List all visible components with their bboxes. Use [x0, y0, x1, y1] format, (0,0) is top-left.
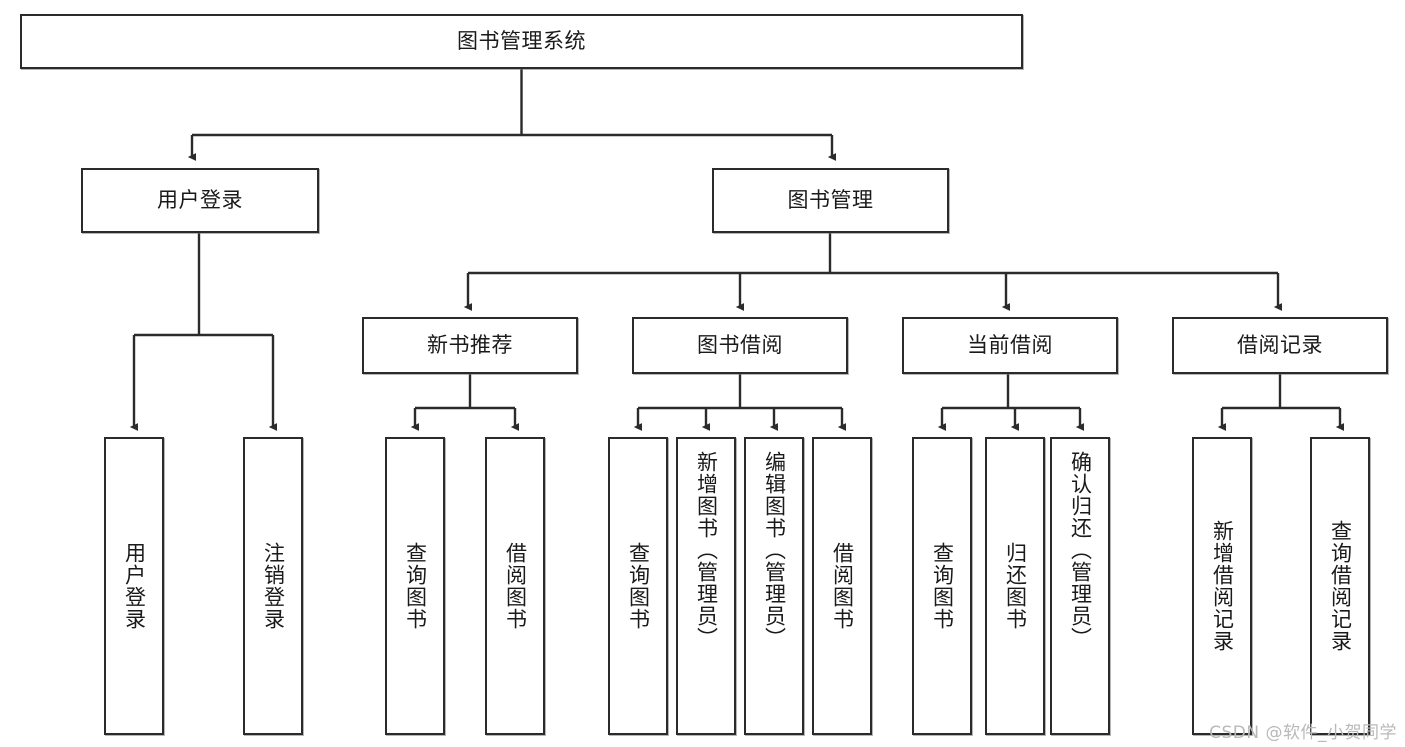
node-book-borrow[interactable]: 图书借阅	[632, 317, 848, 374]
node-root[interactable]: 图书管理系统	[20, 14, 1023, 69]
node-leaf-user-logout[interactable]: 注销登录	[243, 437, 303, 735]
node-leaf-edit-book-label: 编辑图书（管理员）	[762, 451, 787, 649]
node-leaf-borrow-book-2[interactable]: 借阅图书	[812, 437, 872, 735]
node-current-borrow[interactable]: 当前借阅	[902, 317, 1118, 374]
node-leaf-return-book[interactable]: 归还图书	[985, 437, 1045, 735]
node-leaf-query-book-3-label: 查询图书	[930, 542, 955, 630]
node-leaf-borrow-book-1[interactable]: 借阅图书	[485, 437, 545, 735]
node-leaf-query-book-1[interactable]: 查询图书	[385, 437, 445, 735]
node-user-login-label: 用户登录	[157, 187, 243, 212]
node-leaf-query-record-label: 查询借阅记录	[1328, 520, 1353, 652]
node-leaf-query-book-3[interactable]: 查询图书	[912, 437, 972, 735]
node-leaf-borrow-book-1-label: 借阅图书	[503, 542, 528, 630]
node-leaf-add-record[interactable]: 新增借阅记录	[1192, 437, 1252, 735]
node-new-book-recommend-label: 新书推荐	[427, 332, 513, 357]
node-book-management[interactable]: 图书管理	[712, 168, 949, 233]
node-leaf-user-logout-label: 注销登录	[261, 542, 286, 630]
watermark-text: CSDN @软件_小贺同学	[1209, 723, 1397, 743]
node-leaf-add-book[interactable]: 新增图书（管理员）	[676, 437, 736, 735]
node-leaf-query-record[interactable]: 查询借阅记录	[1310, 437, 1370, 735]
node-leaf-add-book-label: 新增图书（管理员）	[694, 451, 719, 649]
node-user-login[interactable]: 用户登录	[81, 168, 319, 233]
node-leaf-query-book-1-label: 查询图书	[403, 542, 428, 630]
node-leaf-query-book-2-label: 查询图书	[626, 542, 651, 630]
node-leaf-confirm-return-label: 确认归还（管理员）	[1068, 451, 1093, 649]
node-borrow-record-label: 借阅记录	[1237, 332, 1323, 357]
node-borrow-record[interactable]: 借阅记录	[1172, 317, 1388, 374]
node-leaf-add-record-label: 新增借阅记录	[1210, 520, 1235, 652]
node-leaf-borrow-book-2-label: 借阅图书	[830, 542, 855, 630]
node-leaf-confirm-return[interactable]: 确认归还（管理员）	[1050, 437, 1110, 735]
node-new-book-recommend[interactable]: 新书推荐	[362, 317, 578, 374]
node-leaf-return-book-label: 归还图书	[1003, 542, 1028, 630]
node-current-borrow-label: 当前借阅	[967, 332, 1053, 357]
node-book-management-label: 图书管理	[787, 187, 874, 212]
node-book-borrow-label: 图书借阅	[697, 332, 783, 357]
node-leaf-query-book-2[interactable]: 查询图书	[608, 437, 668, 735]
node-leaf-edit-book[interactable]: 编辑图书（管理员）	[744, 437, 804, 735]
node-leaf-user-login[interactable]: 用户登录	[104, 437, 164, 735]
node-root-label: 图书管理系统	[457, 28, 586, 53]
node-leaf-user-login-label: 用户登录	[122, 542, 147, 630]
